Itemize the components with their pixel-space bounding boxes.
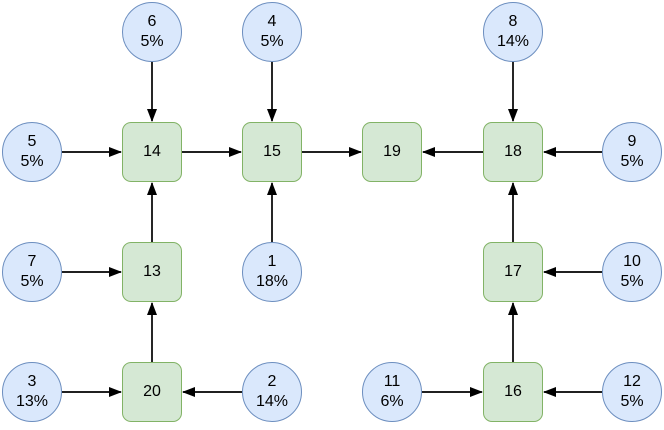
node-label: 16 [504,383,522,400]
node-label: 6 [147,13,157,30]
process-node-14: 14 [122,122,182,182]
node-percent-label: 18% [255,273,289,290]
node-percent-label: 14% [255,393,289,410]
node-percent-label: 5% [620,153,644,170]
node-percent-label: 6% [380,393,404,410]
node-label: 15 [263,143,281,160]
node-label: 19 [383,143,401,160]
process-node-15: 15 [242,122,302,182]
node-label: 20 [143,383,161,400]
node-label: 2 [267,373,277,390]
process-node-20: 20 [122,362,182,422]
node-label: 13 [143,263,161,280]
process-node-16: 16 [483,362,543,422]
node-label: 3 [27,373,37,390]
node-percent-label: 14% [496,33,530,50]
node-label: 10 [623,253,641,270]
process-node-17: 17 [483,242,543,302]
node-percent-label: 5% [620,273,644,290]
node-label: 14 [143,143,161,160]
node-percent-label: 5% [140,33,164,50]
node-percent-label: 5% [20,273,44,290]
node-percent-label: 5% [620,393,644,410]
node-label: 1 [267,253,277,270]
node-percent-label: 5% [20,153,44,170]
node-label: 17 [504,263,522,280]
node-label: 8 [508,13,518,30]
process-node-13: 13 [122,242,182,302]
node-label: 4 [267,13,277,30]
edge-group [62,62,602,397]
node-percent-label: 13% [15,393,49,410]
node-label: 7 [27,253,37,270]
node-label: 12 [623,373,641,390]
process-node-19: 19 [362,122,422,182]
process-node-18: 18 [483,122,543,182]
node-label: 11 [383,373,401,390]
node-label: 5 [27,133,37,150]
node-label: 9 [627,133,637,150]
node-percent-label: 5% [260,33,284,50]
node-label: 18 [504,143,522,160]
